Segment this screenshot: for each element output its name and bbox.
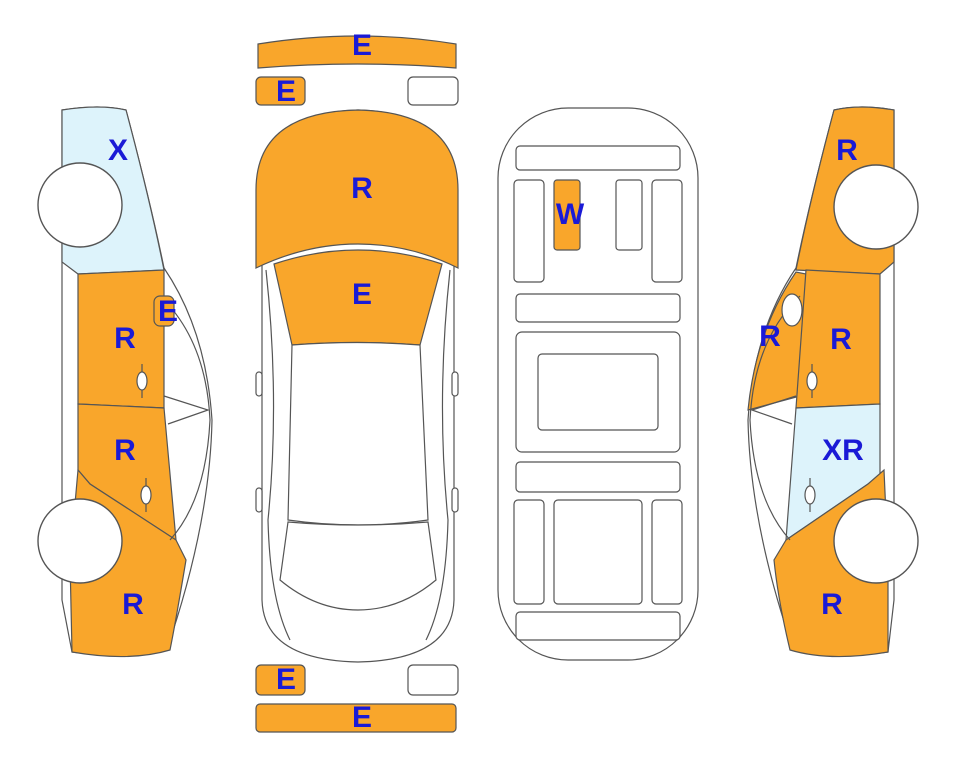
interior-mid-bar [515,293,681,323]
interior-front-panel [515,145,681,171]
interior-rear-center-box [553,499,643,605]
label-right-rear-quarter: R [821,588,843,621]
right-mirror-glass [781,293,803,327]
top-left-mirror [255,371,263,397]
left-rear-handle [140,478,152,512]
right-rear-handle [804,478,816,512]
right-window-line [749,295,801,541]
label-right-front-fender: R [836,134,858,167]
interior-back-panel [515,611,681,641]
rear-left-light[interactable] [255,664,306,696]
rear-bumper-strip[interactable] [255,703,457,733]
left-mirror[interactable] [153,295,175,327]
label-left-mirror: E [158,295,178,328]
front-parts [255,35,459,106]
label-left-rear-door: R [114,434,136,467]
label-hood: R [351,172,373,205]
interior-rear-right-box [651,499,683,605]
interior-center-panel [537,353,659,431]
label-left-front-fender: X [108,134,128,167]
left-belt-line [163,395,210,425]
label-windshield: E [352,278,372,311]
interior-floor[interactable] [553,179,581,251]
interior-rear-left-box [513,499,545,605]
top-view-car [255,109,459,663]
right-rear-wheel [833,498,919,584]
label-right-front-door: R [830,323,852,356]
left-front-wheel [37,162,123,248]
label-right-rear-door: XR [822,434,864,467]
label-left-front-door: R [114,322,136,355]
rear-right-light[interactable] [407,664,459,696]
front-bumper-strip[interactable] [257,35,457,69]
interior-right-box [651,179,683,283]
label-right-mirror: R [759,320,781,353]
interior-right-small-box [615,179,643,251]
label-rear-bumper-strip: E [352,701,372,734]
label-rear-left-light: E [276,663,296,696]
right-side-view [747,106,919,658]
part-labels: E E R E X R E R R W R R R XR R E E [108,29,864,734]
label-left-rear-quarter: R [122,588,144,621]
left-rear-wheel [37,498,123,584]
label-front-bumper-strip: E [352,29,372,62]
roof-area [287,341,429,526]
hood[interactable] [255,109,459,269]
right-front-wheel [833,164,919,250]
interior-rear-bar [515,461,681,493]
label-front-left-light: E [276,75,296,108]
label-interior-floor: W [556,198,585,231]
rear-parts [255,664,459,733]
top-left-handle [255,487,263,513]
interior-left-box [513,179,545,283]
left-window-line [159,295,211,541]
rear-window [279,521,437,611]
left-side-view [37,106,213,658]
left-front-handle [136,364,148,398]
front-right-light[interactable] [407,76,459,106]
right-belt-line [750,395,797,425]
front-left-light[interactable] [255,76,306,106]
top-right-pillar [425,269,451,641]
right-front-handle [806,364,818,398]
top-right-mirror [451,371,459,397]
top-right-handle [451,487,459,513]
interior-view [497,107,699,661]
top-left-pillar [265,269,291,641]
